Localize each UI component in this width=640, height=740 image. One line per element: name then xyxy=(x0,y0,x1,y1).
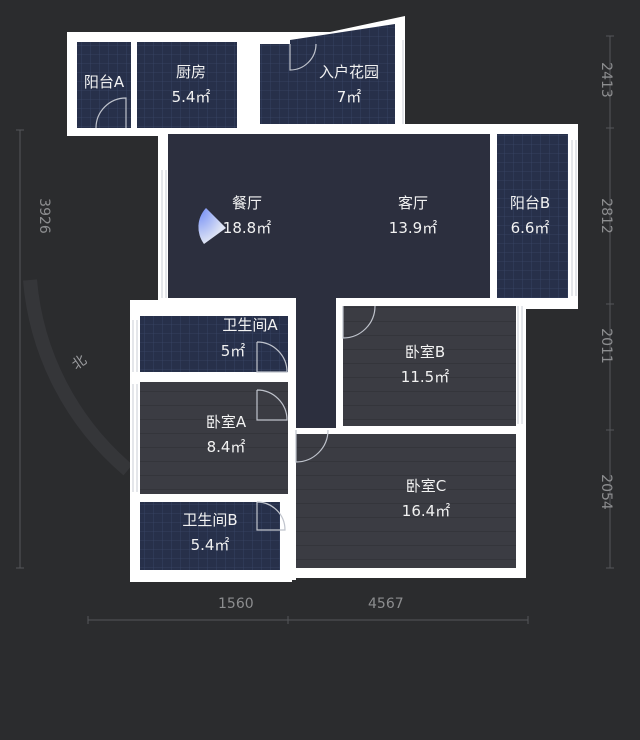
room-label-bath-a: 卫生间A xyxy=(222,316,277,335)
room-area: 16.4㎡ xyxy=(401,502,451,520)
dimension-right-bottom: 2054 xyxy=(597,474,614,510)
room-name: 卧室B xyxy=(404,343,446,361)
compass-arc xyxy=(23,279,133,476)
room-label-bath-b: 卫生间B 5.4㎡ xyxy=(182,511,237,555)
room-area: 18.8㎡ xyxy=(222,219,272,237)
room-area: 8.4㎡ xyxy=(206,438,246,456)
room-area: 7㎡ xyxy=(336,88,362,106)
room-area: 5.4㎡ xyxy=(171,88,211,106)
view-cone-icon[interactable] xyxy=(198,208,226,244)
bath-a-floor xyxy=(140,316,288,372)
room-name: 餐厅 xyxy=(231,194,262,212)
room-label-entry-garden: 入户花园 7㎡ xyxy=(319,63,379,107)
room-name: 卫生间A xyxy=(222,316,278,334)
room-name: 阳台A xyxy=(83,73,125,91)
room-label-bath-a-area: 5㎡ xyxy=(221,342,246,361)
bedroom-b-floor xyxy=(343,306,516,426)
room-fills xyxy=(77,24,568,570)
bedroom-a-floor xyxy=(140,382,288,494)
room-name: 阳台B xyxy=(509,194,551,212)
dimension-right-mid: 2812 xyxy=(597,198,614,234)
balcony-b-floor xyxy=(497,134,568,298)
room-label-bedroom-c: 卧室C 16.4㎡ xyxy=(402,477,450,521)
room-area: 13.9㎡ xyxy=(388,219,438,237)
room-name: 客厅 xyxy=(397,194,428,212)
room-label-living: 客厅 13.9㎡ xyxy=(389,194,437,238)
room-area: 6.6㎡ xyxy=(510,219,550,237)
room-name: 卧室A xyxy=(205,413,247,431)
room-label-balcony-b: 阳台B 6.6㎡ xyxy=(510,194,550,238)
room-name: 卧室C xyxy=(405,477,447,495)
dimension-bottom-right: 4567 xyxy=(368,596,404,612)
doors xyxy=(95,43,376,531)
dimension-right-top: 2413 xyxy=(597,62,614,98)
room-area: 11.5㎡ xyxy=(400,368,450,386)
room-label-balcony-a: 阳台A xyxy=(84,73,124,92)
room-label-bedroom-a: 卧室A 8.4㎡ xyxy=(206,413,246,457)
dimension-bottom-left: 1560 xyxy=(218,596,254,612)
kitchen-floor xyxy=(137,42,237,128)
room-name: 厨房 xyxy=(175,63,207,81)
room-area: 5㎡ xyxy=(220,342,246,360)
room-name: 入户花园 xyxy=(318,63,380,81)
room-area: 5.4㎡ xyxy=(190,536,230,554)
room-label-kitchen: 厨房 5.4㎡ xyxy=(172,63,211,107)
dimension-left: 3926 xyxy=(35,198,52,234)
bedroom-c-floor xyxy=(296,434,516,568)
room-name: 卫生间B xyxy=(182,511,238,529)
room-label-dining: 餐厅 18.8㎡ xyxy=(223,194,271,238)
dimension-right-lower: 2011 xyxy=(597,328,614,364)
entry-garden-floor xyxy=(260,24,395,124)
dimension-rulers xyxy=(16,35,614,624)
windows xyxy=(132,40,577,492)
room-label-bedroom-b: 卧室B 11.5㎡ xyxy=(401,343,449,387)
balcony-a-floor xyxy=(77,42,131,128)
corridor-floor xyxy=(296,296,336,428)
inner-walls xyxy=(131,36,526,580)
dining-living-floor xyxy=(168,134,490,298)
